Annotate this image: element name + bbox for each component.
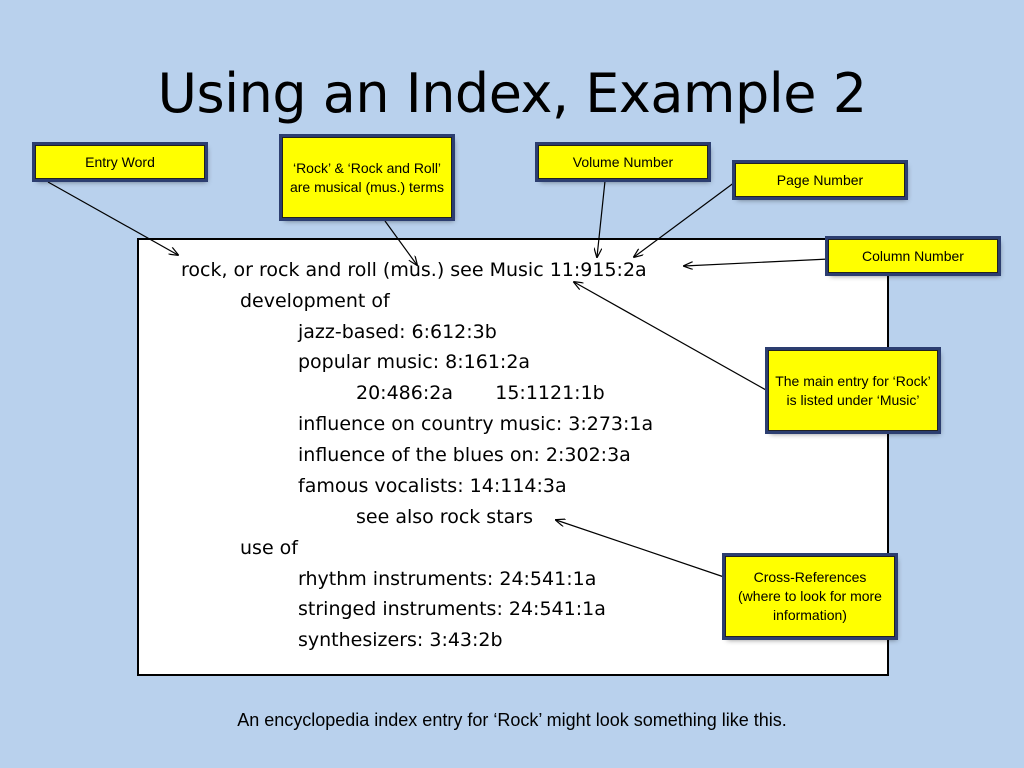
callout-cross-references: Cross-References (where to look for more… [725, 556, 895, 637]
callout-entry-word: Entry Word [35, 145, 205, 179]
callout-rock-terms: ‘Rock’ & ‘Rock and Roll’ are musical (mu… [282, 137, 452, 218]
index-line-see-also: see also rock stars [356, 506, 534, 528]
index-line-stringed: stringed instruments: 24:541:1a [298, 598, 606, 620]
index-line-country: influence on country music: 3:273:1a [298, 413, 654, 435]
index-line-vocalists: famous vocalists: 14:114:3a [298, 475, 567, 497]
index-line-development: development of [240, 290, 390, 312]
slide-title: Using an Index, Example 2 [157, 62, 867, 125]
index-line-popular: popular music: 8:161:2a [298, 351, 531, 373]
callout-main-entry: The main entry for ‘Rock’ is listed unde… [768, 350, 938, 431]
index-line-rhythm: rhythm instruments: 24:541:1a [298, 568, 597, 590]
index-line-blues: influence of the blues on: 2:302:3a [298, 444, 631, 466]
index-line-synthesizers: synthesizers: 3:43:2b [298, 629, 503, 651]
slide-caption: An encyclopedia index entry for ‘Rock’ m… [237, 710, 787, 730]
callout-column-number: Column Number [828, 239, 998, 273]
index-line-jazz: jazz-based: 6:612:3b [298, 321, 497, 343]
callout-page-number: Page Number [735, 163, 905, 197]
index-line-popular-cont: 20:486:2a 15:1121:1b [356, 382, 605, 404]
index-line-main: rock, or rock and roll (mus.) see Music … [181, 259, 647, 281]
callout-volume-number: Volume Number [538, 145, 708, 179]
index-line-use-of: use of [240, 537, 298, 559]
